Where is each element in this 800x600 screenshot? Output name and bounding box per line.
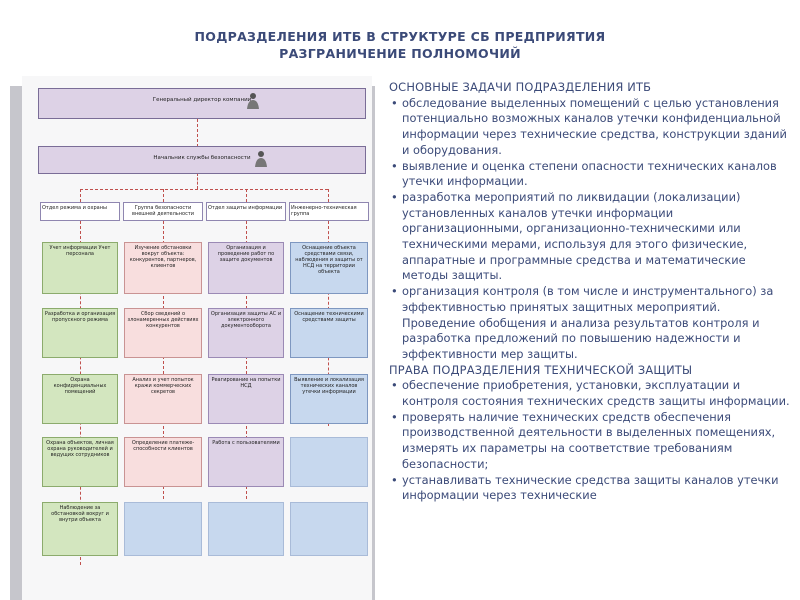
connector	[246, 189, 247, 202]
section1-item: организация контроля (в том числе и инст…	[389, 284, 793, 363]
section2-item: проверять наличие технических средств об…	[389, 410, 793, 473]
col3-cell-4: Работа с пользователями	[208, 437, 284, 487]
section1-item: выявление и оценка степени опасности тех…	[389, 159, 793, 190]
empty-box	[290, 502, 368, 556]
section1-heading: ОСНОВНЫЕ ЗАДАЧИ ПОДРАЗДЕЛЕНИЯ ИТБ	[389, 80, 652, 94]
title-line-1: ПОДРАЗДЕЛЕНИЯ ИТБ В СТРУКТУРЕ СБ ПРЕДПРИ…	[194, 29, 606, 44]
section2-heading: ПРАВА ПОДРАЗДЕЛЕНИЯ ТЕХНИЧЕСКОЙ ЗАЩИТЫ	[389, 362, 693, 377]
person-icon	[255, 151, 267, 167]
col1-cell-5: Наблюдение за обстановкой вокруг и внутр…	[42, 502, 118, 556]
connector	[246, 221, 247, 499]
col4-header: Инженерно-техническая группа	[289, 202, 369, 221]
col1-header: Отдел режима и охраны	[40, 202, 120, 221]
section2-list: обеспечение приобретения, установки, экс…	[389, 378, 793, 504]
director-label: Генеральный директор компании	[152, 97, 252, 103]
col3-cell-1: Организация и проведение работ по защите…	[208, 242, 284, 294]
section1-list: обследование выделенных помещений с цель…	[389, 96, 793, 363]
connector	[197, 173, 198, 189]
person-icon	[247, 93, 259, 109]
connector	[197, 119, 198, 147]
connector	[328, 189, 329, 202]
text-area: ОСНОВНЫЕ ЗАДАЧИ ПОДРАЗДЕЛЕНИЯ ИТБ обслед…	[389, 80, 793, 504]
connector	[163, 189, 164, 202]
connector	[80, 189, 328, 190]
section2-item: обеспечение приобретения, установки, экс…	[389, 378, 793, 409]
director-box: Генеральный директор компании	[38, 88, 366, 119]
security-head-label: Начальник службы безопасности	[153, 155, 251, 161]
slide-title: ПОДРАЗДЕЛЕНИЯ ИТБ В СТРУКТУРЕ СБ ПРЕДПРИ…	[0, 28, 800, 62]
section1-item: разработка мероприятий по ликвидации (ло…	[389, 190, 793, 284]
col2-cell-1: Изучение обстановки вокруг объекта: конк…	[124, 242, 202, 294]
section1-item: обследование выделенных помещений с цель…	[389, 96, 793, 159]
connector	[163, 221, 164, 499]
col4-cell-2: Оснащение техническими средствами защиты	[290, 308, 368, 358]
security-head-box: Начальник службы безопасности	[38, 146, 366, 174]
col4-cell-1: Оснащение объекта средствами связи, набл…	[290, 242, 368, 294]
col3-cell-2: Организация защиты АС и электронного док…	[208, 308, 284, 358]
col3-cell-3: Реагирование на попытки НСД	[208, 374, 284, 424]
section2-item: устанавливать технические средства защит…	[389, 473, 793, 504]
col1-cell-3: Охрана конфиденциальных помещений	[42, 374, 118, 424]
empty-box	[124, 502, 202, 556]
col1-cell-2: Разработка и организация пропускного реж…	[42, 308, 118, 358]
col2-cell-2: Сбор сведений о злонамеренных действиях …	[124, 308, 202, 358]
col2-header: Группа безопасности внешней деятельности	[123, 202, 203, 221]
col4-cell-3: Выявление и локализация технических кана…	[290, 374, 368, 424]
col2-cell-4: Определение платеже-способности клиентов	[124, 437, 202, 487]
empty-box	[208, 502, 284, 556]
col2-cell-3: Анализ и учет попыток кражи коммерческих…	[124, 374, 202, 424]
title-line-2: РАЗГРАНИЧЕНИЕ ПОЛНОМОЧИЙ	[279, 46, 521, 61]
connector	[80, 189, 81, 202]
empty-box	[290, 437, 368, 487]
org-chart: Генеральный директор компании Начальник …	[22, 76, 372, 600]
col3-header: Отдел защиты информации	[206, 202, 286, 221]
col1-cell-1: Учет информации Учет персонала	[42, 242, 118, 294]
col1-cell-4: Охрана объектов, личная охрана руководит…	[42, 437, 118, 487]
